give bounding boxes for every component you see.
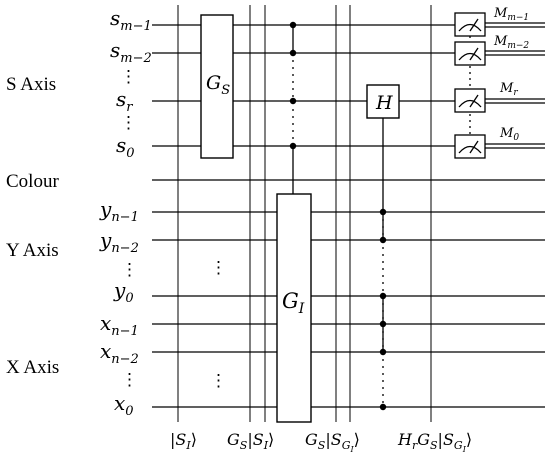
qubit-label-s-m-minus-1: sm−1: [110, 6, 152, 34]
meter-needle-icon: [469, 94, 479, 108]
controlled-g-i: GI: [276, 21, 312, 423]
meter-label-m-m-minus-1: Mm−1: [493, 6, 529, 23]
state-label-4: HrGS|SGI⟩: [397, 430, 472, 454]
qubit-label-y-0: y0: [113, 278, 134, 306]
control-dot-h-x-n-minus-2: [379, 348, 387, 356]
meter-m-m-minus-2: Mm−2: [454, 34, 545, 66]
meter-dial-icon: [458, 99, 482, 108]
measurements: Mm−1 Mm−2 Mr M0: [454, 6, 545, 159]
state-labels: |SI⟩ GS|SI⟩ GS|SGI⟩ HrGS|SGI⟩: [170, 430, 472, 454]
qubit-label-s-m-minus-2: sm−2: [110, 38, 152, 66]
qubit-ellipsis-s-lower: ⋮: [120, 113, 137, 133]
controlled-h: H: [366, 84, 400, 411]
gate-g-s-label: GS: [206, 72, 230, 98]
control-dot-gi-s-0: [289, 142, 297, 150]
qubit-label-y-n-minus-2: yn−2: [99, 228, 139, 256]
qubit-labels: sm−1 sm−2 ⋮ sr ⋮ s0 yn−1 yn−2 ⋮ y0 xn−1 …: [99, 6, 152, 419]
state-label-1: |SI⟩: [170, 430, 197, 452]
gap-ellipsis-y-region: ⋮: [210, 258, 227, 278]
meter-m-r: Mr: [454, 81, 545, 113]
meter-label-m-r: Mr: [499, 81, 518, 98]
qubit-ellipsis-y: ⋮: [121, 260, 138, 280]
qubit-label-y-n-minus-1: yn−1: [99, 197, 139, 225]
control-dot-h-x-n-minus-1: [379, 320, 387, 328]
control-dot-gi-s-m-minus-1: [289, 21, 297, 29]
meter-m-m-minus-1: Mm−1: [454, 6, 545, 37]
meter-dial-icon: [458, 23, 482, 32]
gate-h-box: [366, 84, 400, 119]
group-label-colour: Colour: [6, 171, 59, 192]
meter-label-m-0: M0: [499, 126, 519, 143]
qubit-ellipsis-s-upper: ⋮: [120, 67, 137, 87]
qubit-label-x-n-minus-1: xn−1: [100, 311, 139, 339]
qubit-label-x-n-minus-2: xn−2: [100, 339, 139, 367]
qubit-label-s-r: sr: [116, 87, 133, 115]
qubit-label-x-0: x0: [114, 391, 134, 419]
meter-needle-icon: [469, 47, 479, 61]
gate-g-s: GS: [200, 14, 234, 159]
meter-dial-icon: [458, 145, 482, 154]
group-label-s-axis: S Axis: [6, 74, 56, 95]
state-label-2: GS|SI⟩: [227, 430, 274, 452]
meter-label-m-m-minus-2: Mm−2: [493, 34, 529, 51]
gap-ellipsis-x-region: ⋮: [210, 371, 227, 391]
qubit-label-s-0: s0: [116, 133, 135, 161]
meter-dial-icon: [458, 52, 482, 61]
meter-m-0: M0: [454, 126, 545, 159]
state-label-3: GS|SGI⟩: [305, 430, 360, 454]
control-dot-h-x-0: [379, 403, 387, 411]
control-dot-gi-s-m-minus-2: [289, 49, 297, 57]
control-dot-gi-s-r: [289, 97, 297, 105]
control-dot-h-y-n-minus-2: [379, 236, 387, 244]
control-dot-h-y-n-minus-1: [379, 208, 387, 216]
gate-g-s-box: [200, 14, 234, 159]
group-label-y-axis: Y Axis: [6, 240, 59, 261]
gate-g-i-label: GI: [282, 289, 305, 317]
slice-barriers: [177, 5, 432, 422]
group-label-x-axis: X Axis: [6, 357, 59, 378]
control-dot-h-y-0: [379, 292, 387, 300]
gate-h-label: H: [375, 92, 393, 114]
meter-needle-icon: [469, 140, 479, 154]
meter-needle-icon: [469, 18, 479, 32]
qubit-ellipsis-x: ⋮: [121, 370, 138, 390]
gate-g-i-box: [276, 193, 312, 423]
